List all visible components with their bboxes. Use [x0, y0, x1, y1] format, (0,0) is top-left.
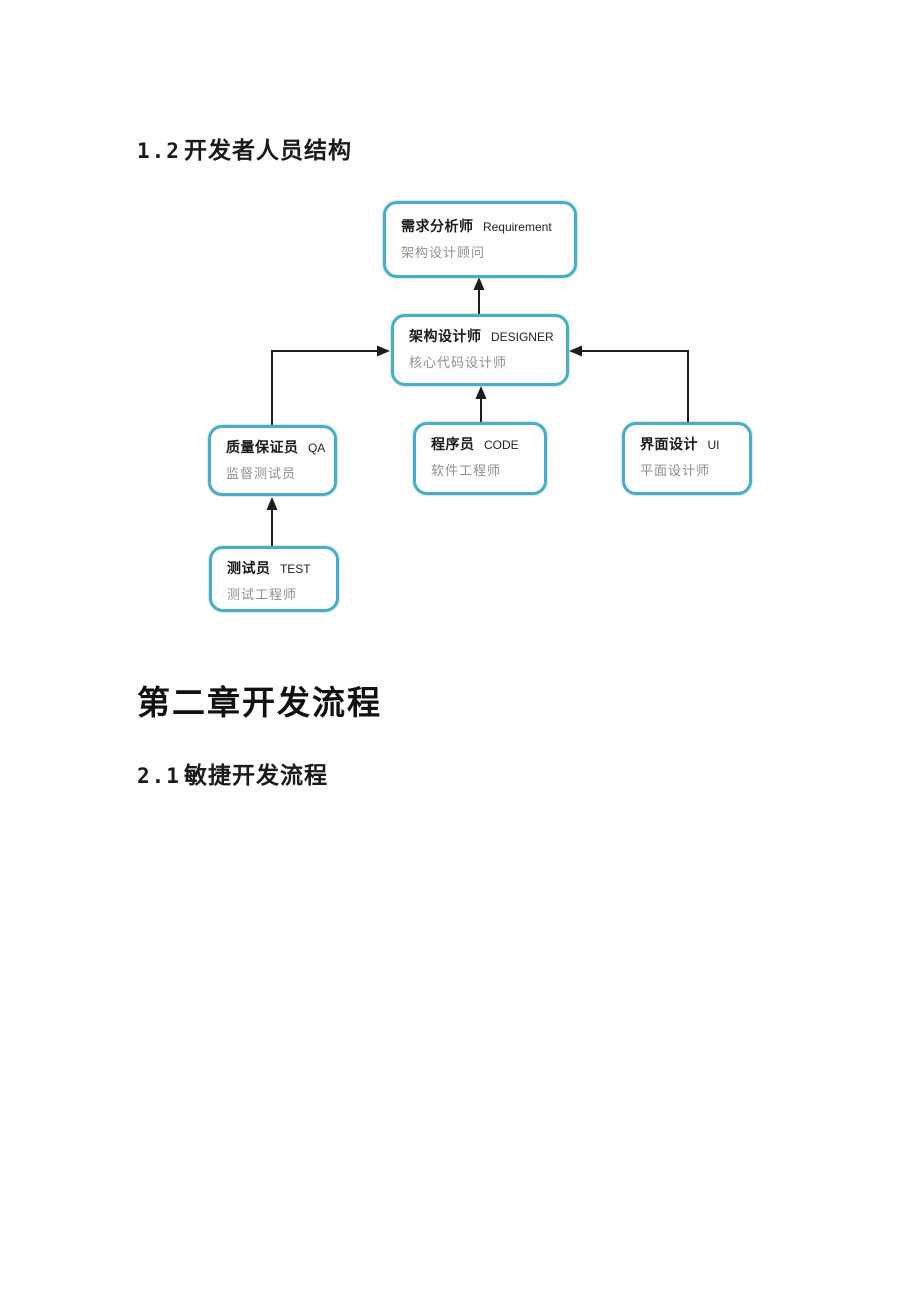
node-title: 需求分析师 Requirement	[401, 218, 566, 236]
node-title-zh: 质量保证员	[226, 439, 299, 455]
node-subtitle: 软件工程师	[431, 463, 502, 478]
node-title-en: DESIGNER	[490, 330, 554, 344]
node-programmer: 程序员 CODE 软件工程师	[413, 422, 547, 495]
arrowhead-up-requirement	[473, 277, 485, 290]
arrow-line-ui-to-designer	[582, 350, 689, 422]
arrowhead-up-designer	[475, 386, 487, 399]
section-title-text: 敏捷开发流程	[183, 763, 328, 788]
chapter-heading: 第二章开发流程	[137, 684, 382, 721]
node-ui-design: 界面设计 UI 平面设计师	[622, 422, 752, 495]
node-subtitle: 监督测试员	[226, 466, 297, 481]
node-title: 界面设计 UI	[640, 436, 741, 454]
node-subtitle: 核心代码设计师	[409, 355, 508, 370]
arrowhead-right-designer	[377, 345, 390, 357]
node-title-en: CODE	[483, 438, 519, 452]
node-title-zh: 程序员	[431, 436, 475, 452]
section-number: 1.2	[137, 139, 181, 163]
node-title-en: QA	[307, 441, 326, 455]
section-title-text: 开发者人员结构	[183, 138, 352, 163]
node-title-en: UI	[707, 438, 720, 452]
node-title: 质量保证员 QA	[226, 439, 326, 457]
node-subtitle: 平面设计师	[640, 463, 711, 478]
node-requirement-analyst: 需求分析师 Requirement 架构设计顾问	[383, 201, 577, 278]
node-title-zh: 架构设计师	[409, 328, 482, 344]
node-title-zh: 测试员	[227, 560, 271, 576]
node-title: 架构设计师 DESIGNER	[409, 328, 558, 346]
node-subtitle: 架构设计顾问	[401, 245, 486, 260]
node-quality-assurance: 质量保证员 QA 监督测试员	[208, 425, 337, 496]
node-title-en: TEST	[279, 562, 311, 576]
arrowhead-left-designer	[569, 345, 582, 357]
node-title-zh: 界面设计	[640, 436, 698, 452]
node-tester: 测试员 TEST 测试工程师	[209, 546, 339, 612]
arrow-line-qa-to-designer	[271, 350, 377, 425]
node-subtitle: 测试工程师	[227, 587, 298, 602]
node-title-en: Requirement	[482, 220, 552, 234]
node-title: 测试员 TEST	[227, 560, 328, 578]
arrowhead-up-qa	[266, 497, 278, 510]
node-architecture-designer: 架构设计师 DESIGNER 核心代码设计师	[391, 314, 569, 386]
section-number: 2.1	[137, 764, 181, 788]
node-title: 程序员 CODE	[431, 436, 536, 454]
node-title-zh: 需求分析师	[401, 218, 474, 234]
